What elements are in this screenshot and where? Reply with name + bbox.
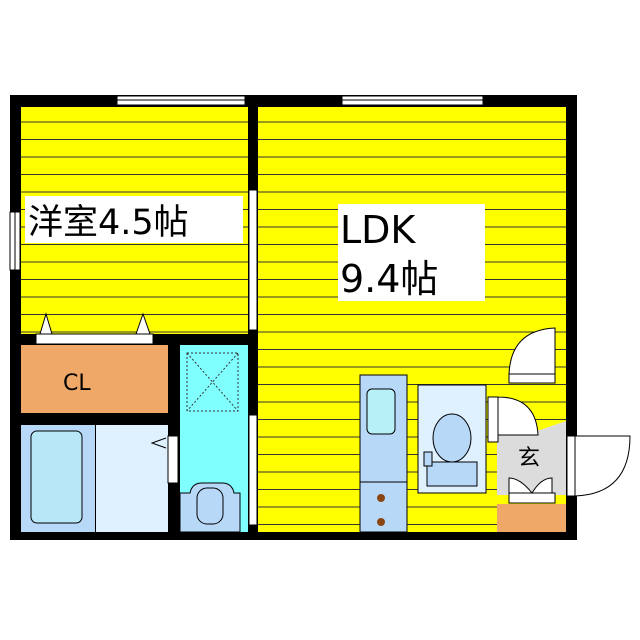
sink-icon: [366, 388, 396, 435]
toilet-icon: [432, 413, 472, 463]
entrance-label: 玄: [518, 446, 540, 471]
toilet-tank: [426, 461, 478, 487]
sliding-door-western[interactable]: [248, 189, 258, 331]
window-western: [116, 95, 246, 106]
closet-label: CL: [63, 371, 91, 396]
ldk-size: 9.4帖: [340, 257, 438, 301]
shoe-cabinet-doors: [508, 477, 553, 494]
washroom: [96, 425, 168, 532]
closet-door[interactable]: [35, 333, 154, 345]
window-west-side: [9, 211, 21, 271]
closet: [21, 345, 168, 413]
bathtub: [30, 430, 83, 524]
washer-space-icon: [186, 352, 239, 412]
window-ldk: [341, 95, 484, 106]
ldk-label: LDK: [340, 208, 416, 252]
bath-door[interactable]: [167, 435, 179, 484]
washbasin-bowl: [196, 487, 224, 525]
closet-door-marker: [135, 312, 151, 335]
bath-door-marker: [150, 437, 167, 449]
toilet-paper-icon: [423, 451, 433, 467]
western-room-label: 洋室4.5帖: [28, 203, 189, 243]
toilet-door[interactable]: [487, 396, 539, 443]
sliding-door-wet[interactable]: [248, 414, 258, 526]
entry-door[interactable]: [566, 435, 631, 497]
stove-burner-icon: [377, 518, 385, 526]
stove-burner-icon: [377, 494, 385, 502]
shoe-cabinet: [497, 504, 566, 532]
closet-door-marker: [39, 312, 53, 335]
ldk-door[interactable]: [508, 327, 556, 384]
